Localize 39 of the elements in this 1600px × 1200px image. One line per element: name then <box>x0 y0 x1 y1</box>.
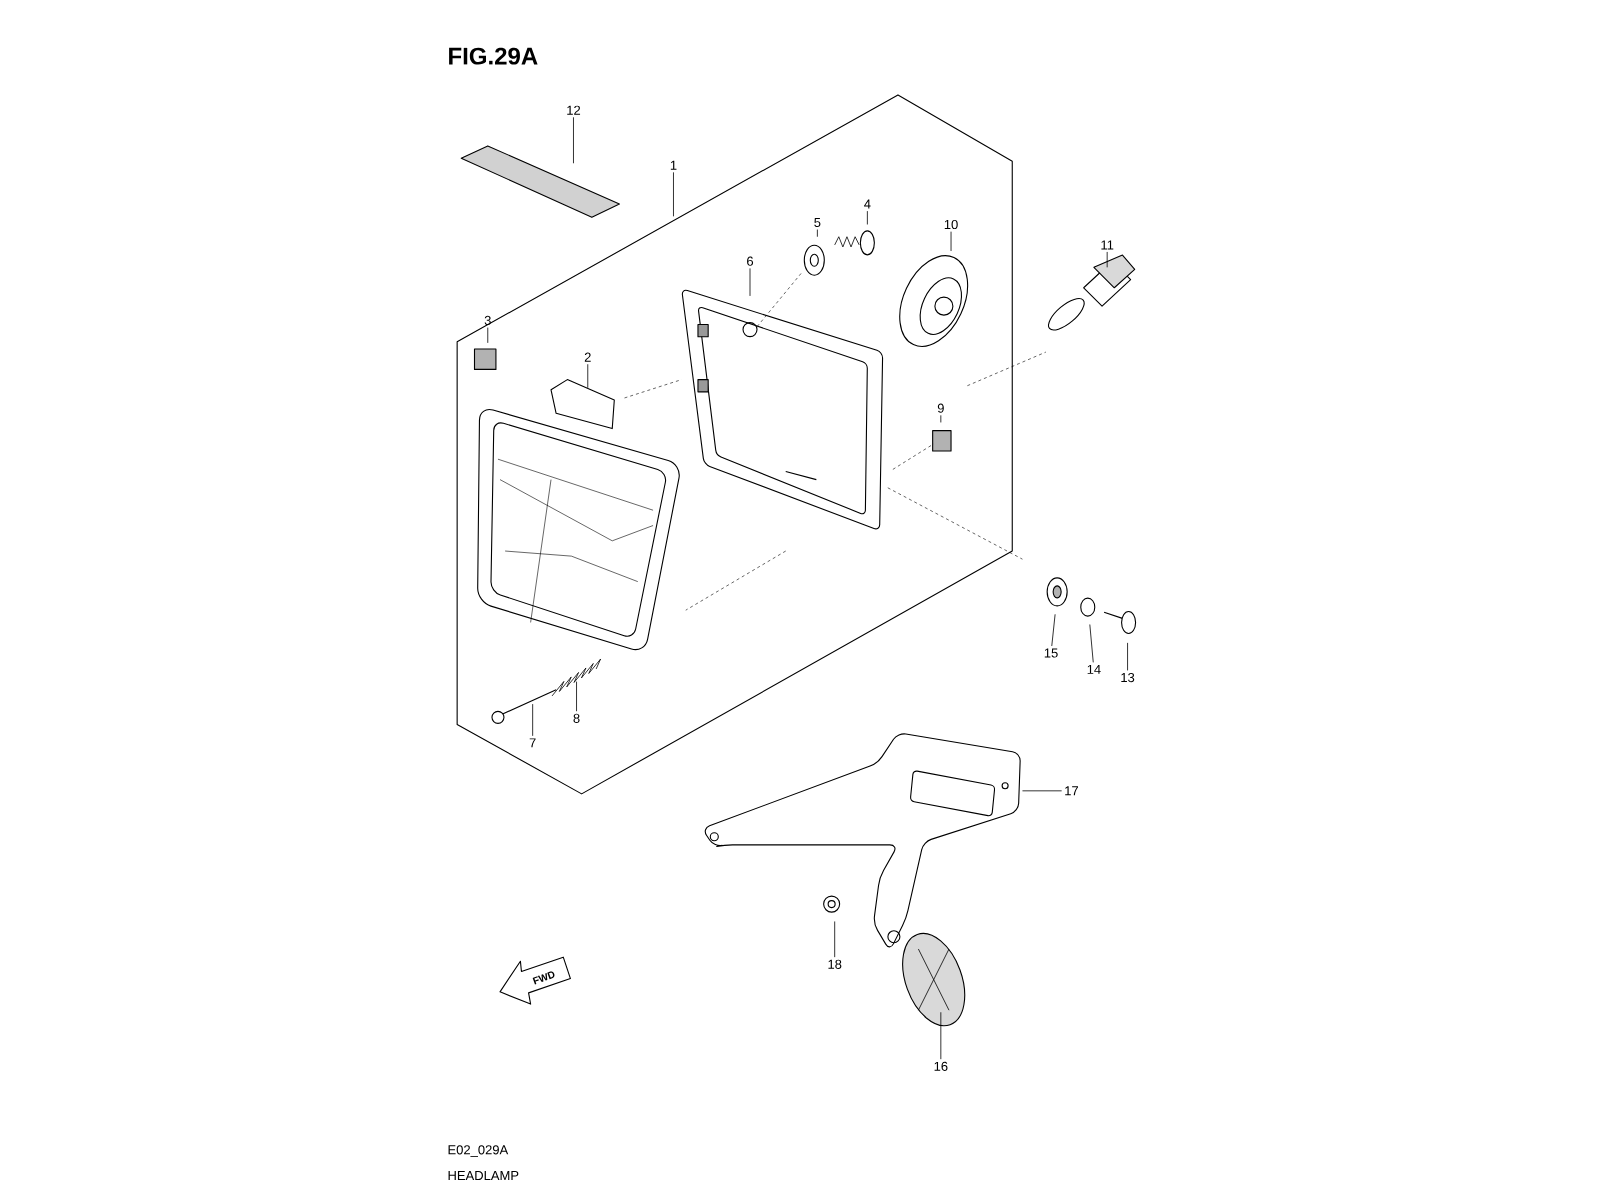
callout-number: 1 <box>670 160 677 170</box>
drawing-code: E02_029A <box>448 1145 509 1157</box>
leader-line <box>1089 624 1094 663</box>
leader-line <box>950 231 952 252</box>
callout-number: 3 <box>484 315 491 325</box>
leader-line <box>816 229 818 238</box>
callout-number: 17 <box>1065 786 1078 796</box>
callout-number: 13 <box>1121 672 1135 683</box>
leader-line <box>1106 251 1108 268</box>
leader-line <box>834 921 836 958</box>
leader-line <box>1127 642 1128 671</box>
callout-number: 5 <box>814 217 821 227</box>
callout-number: 6 <box>747 256 754 266</box>
callout-number: 12 <box>567 105 581 115</box>
leader-line <box>940 414 942 423</box>
leader-line <box>573 116 574 164</box>
callout-number: 4 <box>864 199 871 209</box>
leader-line <box>673 171 674 217</box>
leader-line <box>940 1011 942 1060</box>
callout-number: 14 <box>1087 664 1101 674</box>
figure-title: FIG.29A <box>449 47 538 65</box>
callout-number: 8 <box>573 713 580 723</box>
callout-number: 2 <box>584 352 591 362</box>
callout-number: 7 <box>529 738 536 748</box>
leader-line <box>1051 613 1056 647</box>
leader-line <box>866 210 868 225</box>
leader-line <box>587 363 589 389</box>
leader-line <box>576 681 577 712</box>
callout-number: 16 <box>934 1061 948 1071</box>
callout-number: 11 <box>1101 240 1114 250</box>
leader-line <box>532 703 534 737</box>
leader-line <box>1022 790 1063 792</box>
caption: HEADLAMP <box>448 1171 519 1180</box>
leader-line <box>749 268 751 297</box>
leader-line <box>487 327 489 344</box>
callout-number: 18 <box>828 959 842 969</box>
callout-number: 9 <box>937 403 944 413</box>
callout-number: 10 <box>944 219 958 230</box>
callout-number: 15 <box>1044 648 1058 658</box>
